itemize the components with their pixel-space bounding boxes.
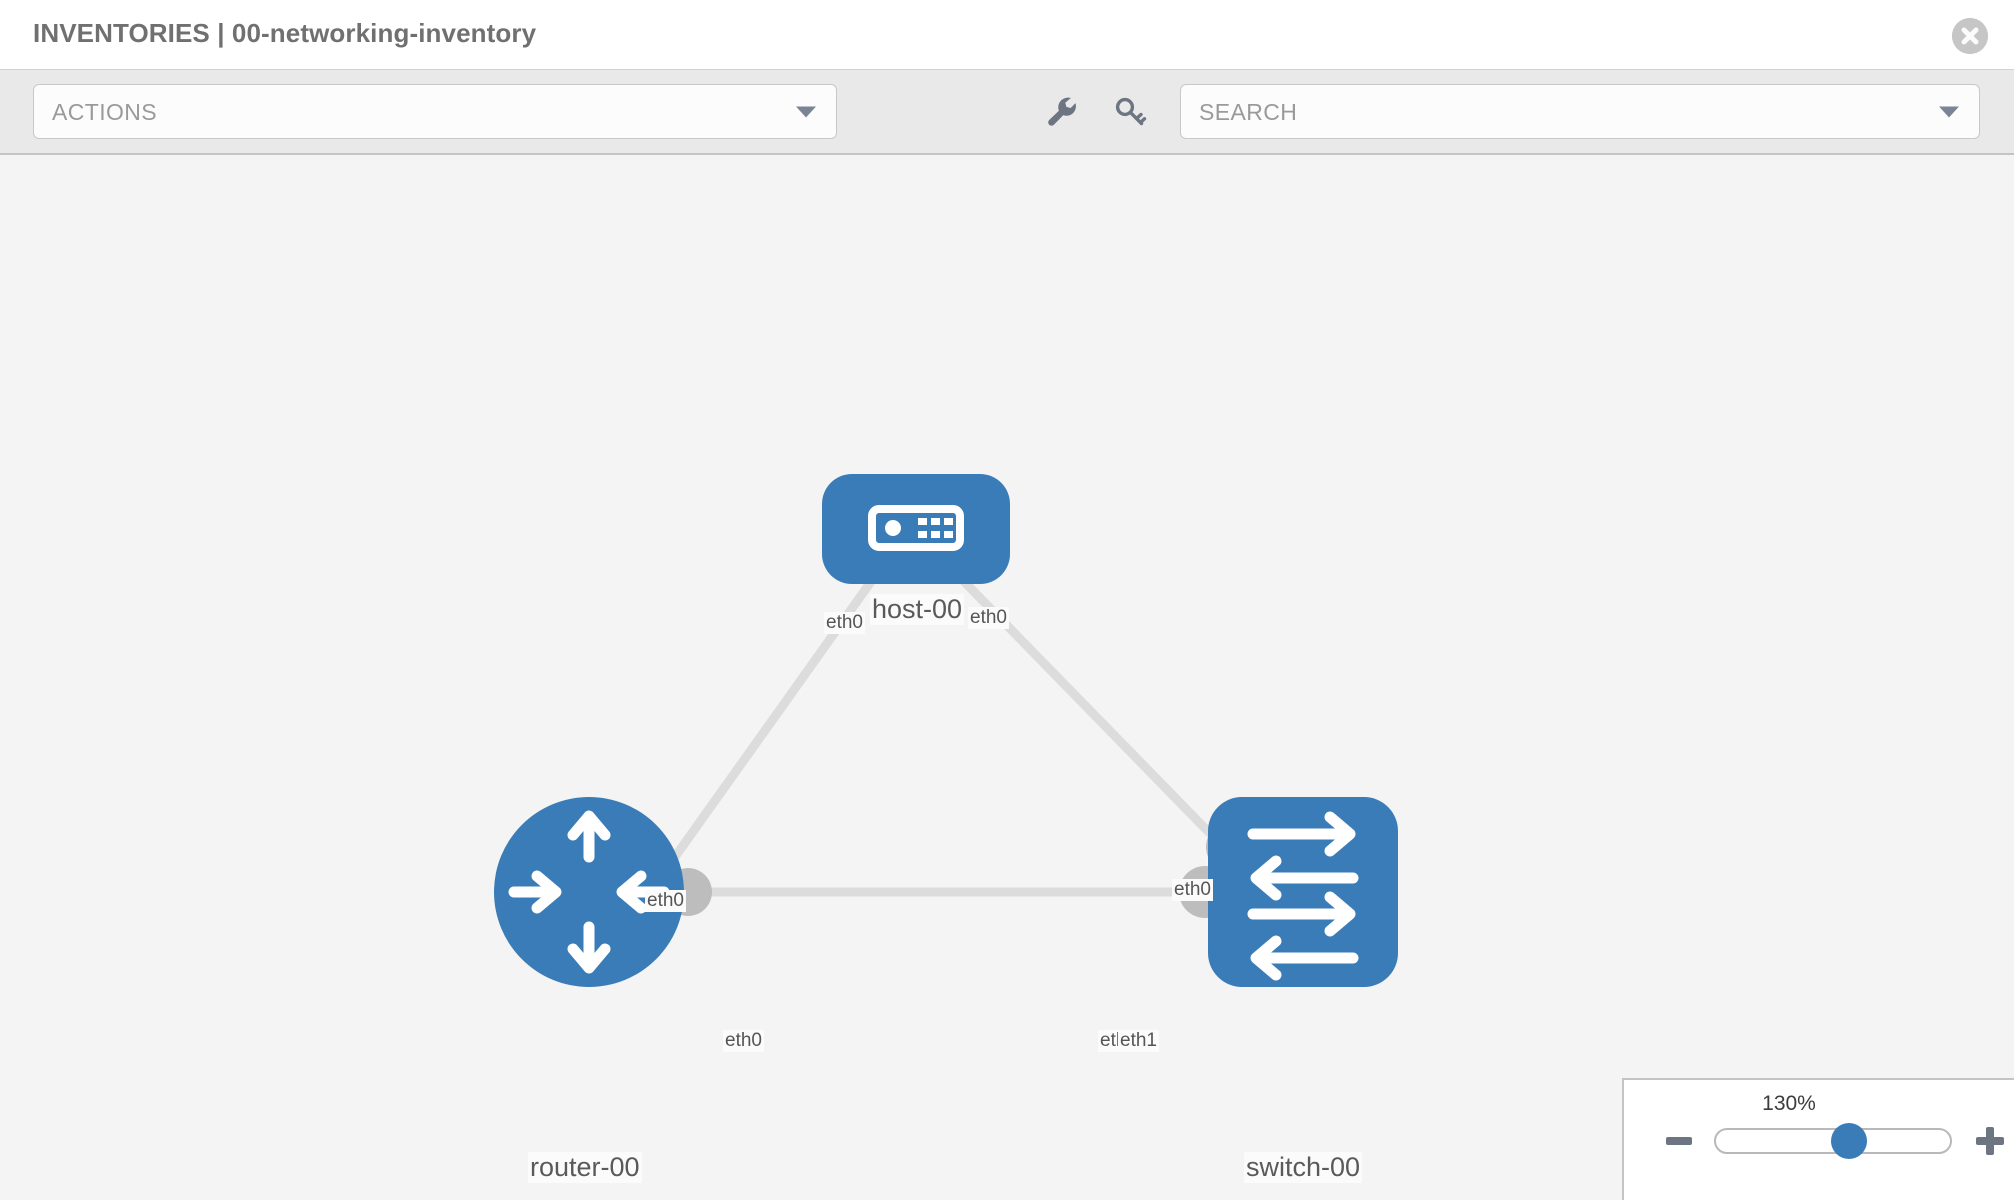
page-title: INVENTORIES | 00-networking-inventory bbox=[33, 18, 537, 48]
node-switch-00 bbox=[1208, 797, 1398, 987]
toolbar: ACTIONS SEARCH bbox=[0, 69, 2014, 155]
zoom-in-button[interactable] bbox=[1976, 1127, 2004, 1155]
chevron-down-icon bbox=[1939, 106, 1959, 117]
zoom-out-button[interactable] bbox=[1666, 1137, 1692, 1145]
search-input[interactable]: SEARCH bbox=[1180, 84, 1980, 139]
topology-graph bbox=[494, 474, 1398, 987]
actions-dropdown[interactable]: ACTIONS bbox=[33, 84, 837, 139]
node-host-00-hit[interactable] bbox=[822, 474, 1010, 584]
node-router-00 bbox=[494, 797, 684, 987]
switch-arrows-icon bbox=[1247, 811, 1359, 981]
server-icon bbox=[868, 505, 964, 551]
edge-host-router bbox=[646, 559, 889, 895]
topology-connectors bbox=[664, 531, 1258, 918]
node-switch-00-hit[interactable] bbox=[1208, 797, 1398, 987]
chevron-down-icon bbox=[796, 106, 816, 117]
search-placeholder: SEARCH bbox=[1199, 99, 1298, 125]
node-router-00-hit[interactable] bbox=[494, 797, 684, 987]
topology-edges bbox=[646, 558, 1237, 897]
node-host-00 bbox=[822, 474, 1010, 584]
wrench-icon[interactable] bbox=[1042, 92, 1082, 132]
edge-host-switch bbox=[941, 558, 1237, 861]
page-header: INVENTORIES | 00-networking-inventory bbox=[0, 0, 2014, 69]
zoom-level-value: 130% bbox=[1762, 1092, 1816, 1115]
zoom-slider-thumb[interactable] bbox=[1831, 1123, 1868, 1159]
topology-canvas[interactable]: host-00 router-00 switch-00 eth0 eth0 et… bbox=[0, 157, 2014, 1200]
router-arrows-icon bbox=[508, 810, 670, 974]
close-icon[interactable] bbox=[1952, 18, 1988, 54]
actions-dropdown-label: ACTIONS bbox=[52, 99, 158, 125]
zoom-slider[interactable] bbox=[1714, 1123, 1952, 1159]
key-icon[interactable] bbox=[1110, 92, 1150, 132]
zoom-control-panel: 130% bbox=[1622, 1078, 2014, 1200]
